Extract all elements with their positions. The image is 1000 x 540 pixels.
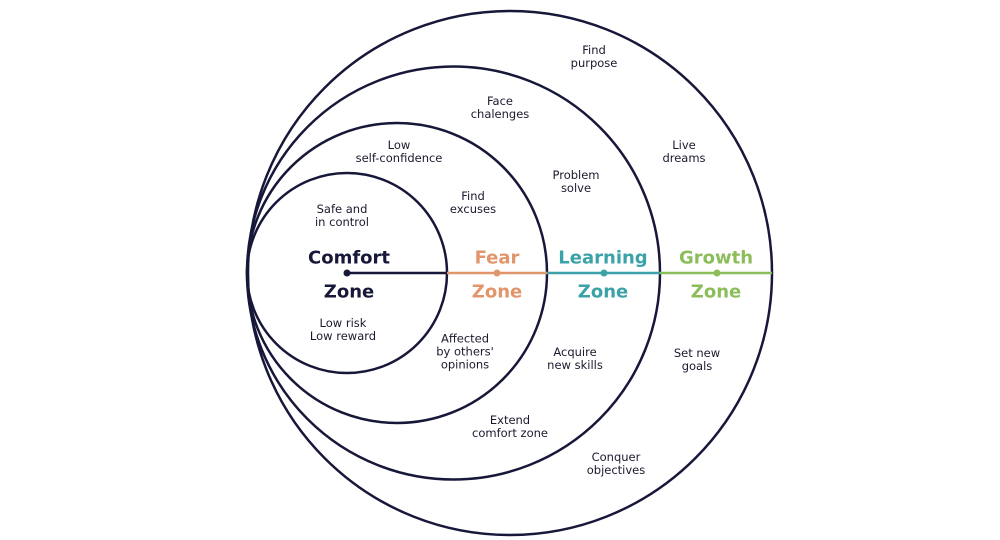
learning-note: Face chalenges — [470, 94, 530, 121]
growth-note: Set new goals — [673, 346, 721, 373]
growth-zone-title: Growth — [678, 247, 754, 269]
fear-note: Affected by others' opinions — [436, 331, 494, 372]
learning-note: Extend comfort zone — [472, 413, 548, 440]
comfort-dot — [343, 269, 351, 277]
fear-zone-subtitle: Zone — [471, 281, 523, 303]
growth-dot — [713, 269, 721, 277]
growth-zone-subtitle: Zone — [690, 281, 742, 303]
comfort-zone-subtitle: Zone — [323, 281, 375, 303]
fear-zone-title: Fear — [474, 247, 520, 269]
fear-dot — [493, 269, 501, 277]
learning-note: Acquire new skills — [547, 345, 603, 372]
comfort-note: Low risk Low reward — [309, 316, 377, 343]
learning-zone-subtitle: Zone — [577, 281, 629, 303]
growth-note: Conquer objectives — [586, 450, 646, 477]
fear-note: Low self-confidence — [355, 138, 443, 165]
comfort-note: Safe and in control — [314, 202, 370, 229]
learning-zone-title: Learning — [558, 247, 648, 269]
growth-note: Live dreams — [662, 138, 706, 165]
comfort-zone-title: Comfort — [307, 247, 391, 269]
growth-note: Find purpose — [570, 43, 618, 70]
learning-dot — [600, 269, 608, 277]
learning-note: Problem solve — [552, 168, 600, 195]
fear-note: Find excuses — [449, 189, 497, 216]
